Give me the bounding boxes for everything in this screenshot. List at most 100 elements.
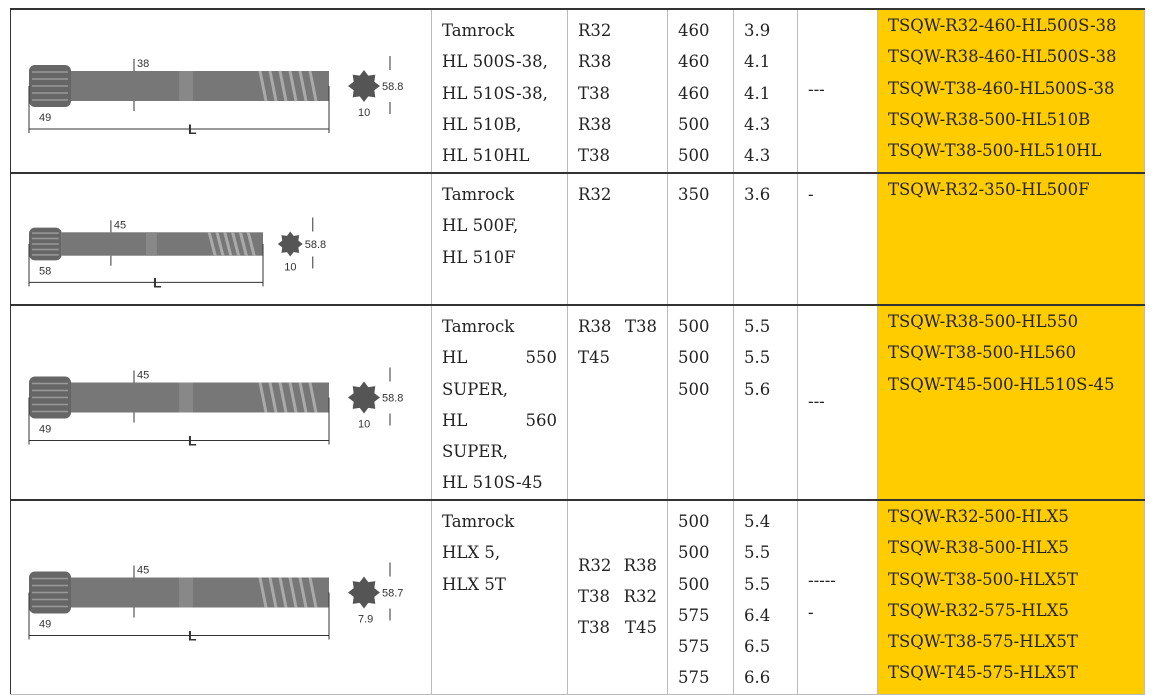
model-line: HL 510HL [442,146,530,166]
model-line: HL 510S-38, [442,83,548,103]
model-line: HLX 5T [442,574,506,594]
model-line: Tamrock [442,317,515,336]
dim-diameter: 38 [137,58,149,70]
dim-head: 58 [39,265,51,277]
note-line: --- [808,391,825,411]
product-code: TSQW-T38-500-HL560 [888,343,1077,363]
weight-line: 4.1 [744,83,771,103]
length-line: 500 [678,114,710,134]
length-line: 500 [678,543,710,563]
model-line: HL 550 [442,348,557,368]
dim-length: L [153,274,162,290]
product-code: TSQW-R32-460-HL500S-38 [888,16,1117,35]
note-cell: --- [797,304,878,501]
model-line: HL 560 [442,410,557,430]
dim-diameter: 45 [137,370,149,382]
weight-line: 6.6 [744,668,771,688]
thread-line: T38 R32 [578,586,657,606]
dim-across: 58.8 [305,239,326,251]
product-code: TSQW-T38-500-HL510HL [888,141,1102,161]
thread-line: T45 [578,348,611,368]
weight-line: 3.6 [744,185,771,204]
length-line: 460 [678,83,710,103]
length-line: 500 [678,317,710,336]
dim-spline: 10 [284,261,296,273]
length-line: 350 [678,185,710,204]
product-code: TSQW-R38-460-HL500S-38 [888,47,1117,67]
product-code: TSQW-R38-500-HL510B [888,109,1091,129]
spline-section-icon [277,231,303,257]
dim-across: 58.8 [382,393,403,405]
weight-line: 5.5 [744,574,771,594]
product-code: TSQW-T45-500-HL510S-45 [888,374,1115,394]
model-line: Tamrock [442,21,515,40]
model-line: Tamrock [442,512,515,531]
thread-line: R38 [578,52,612,72]
dim-across: 58.7 [382,588,403,600]
length-line: 500 [678,574,710,594]
model-line: HL 510S-45 [442,473,543,493]
note-line: --- [808,80,825,100]
length-line: 460 [678,52,710,72]
weight-line: 6.4 [744,605,771,625]
thread-line: R38 [578,114,612,134]
weight-line: 4.3 [744,146,771,166]
dim-length: L [188,433,197,449]
thread-line: T38 T45 [578,618,657,638]
shank-body [29,376,329,419]
weight-line: 4.3 [744,114,771,134]
spline-section-icon [348,70,380,102]
product-code: TSQW-R32-350-HL500F [888,180,1090,199]
model-line: HL 500S-38, [442,52,548,72]
shank-body [29,571,329,614]
model-line: SUPER, [442,442,509,462]
note-line: - [808,602,814,622]
product-code: TSQW-T38-500-HLX5T [888,569,1078,589]
thread-cell: R32 [567,172,668,306]
model-line: SUPER, [442,379,509,399]
note-cell: ------ [797,499,878,695]
dim-spline: 10 [358,419,370,431]
note-line: ----- [808,571,836,591]
weight-line: 5.5 [744,543,771,563]
model-line: HLX 5, [442,543,501,563]
weight-line: 4.1 [744,52,771,72]
length-line: 460 [678,21,710,40]
thread-line: R32 [578,21,612,40]
dim-length: L [188,121,197,137]
dim-across: 58.8 [382,81,403,93]
product-code: TSQW-R38-500-HL550 [888,312,1079,331]
code-cell: TSQW-R32-350-HL500F [877,172,1145,306]
product-code: TSQW-T45-575-HLX5T [888,663,1078,683]
dim-diameter: 45 [114,219,126,231]
product-code: TSQW-T38-460-HL500S-38 [888,78,1115,98]
model-line: HL 500F, [442,216,519,236]
length-line: 500 [678,348,710,368]
length-line: 575 [678,605,710,625]
length-line: 500 [678,379,710,399]
length-cell: 350 [667,172,734,306]
dim-head: 49 [39,619,51,631]
weight-line: 5.5 [744,348,771,368]
model-line: HL 510F [442,247,516,267]
product-code: TSQW-T38-575-HLX5T [888,632,1078,652]
